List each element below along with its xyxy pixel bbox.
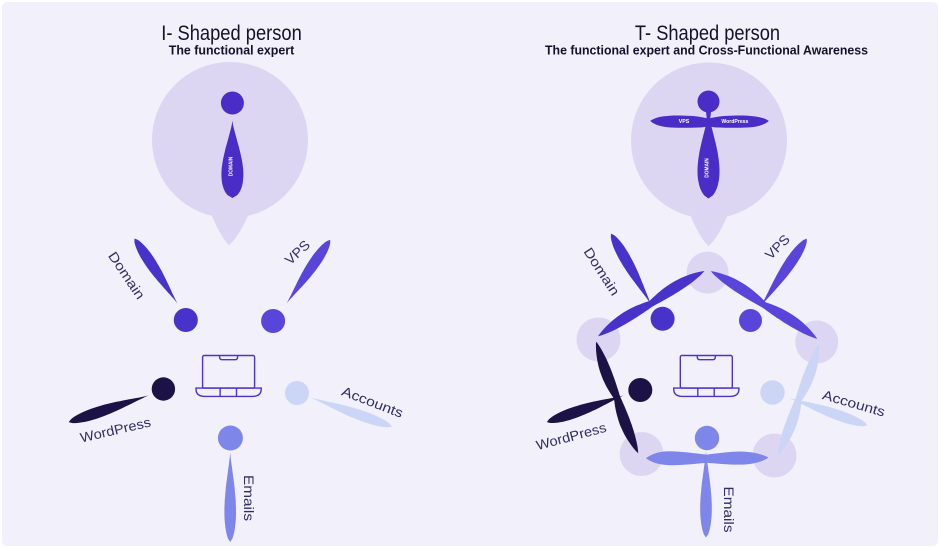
- svg-text:The functional expert and Cros: The functional expert and Cross-Function…: [545, 42, 868, 57]
- svg-text:Emails: Emails: [241, 475, 256, 521]
- svg-text:DOMAIN: DOMAIN: [705, 158, 711, 178]
- svg-text:DOMAIN: DOMAIN: [228, 156, 234, 176]
- svg-text:The functional expert: The functional expert: [169, 42, 295, 57]
- svg-text:I- Shaped person: I- Shaped person: [161, 22, 302, 45]
- svg-text:T- Shaped person: T- Shaped person: [635, 22, 780, 45]
- svg-text:Emails: Emails: [721, 487, 736, 533]
- svg-text:VPS: VPS: [679, 119, 690, 125]
- svg-text:WordPress: WordPress: [721, 119, 748, 125]
